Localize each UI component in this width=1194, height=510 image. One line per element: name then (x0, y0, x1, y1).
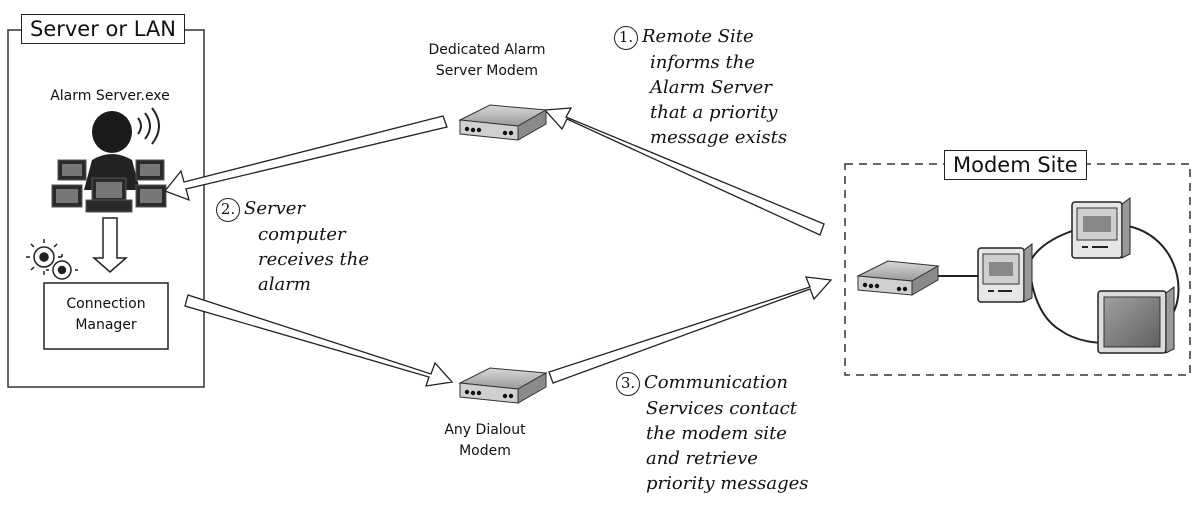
dedicated-modem-icon (458, 104, 548, 141)
step-3-line: the modem site (646, 423, 787, 444)
step-1-line: message exists (650, 127, 788, 148)
step-3-line: 3.Communication (616, 370, 809, 396)
site-modem-icon (856, 260, 940, 296)
connection-manager-line2: Manager (75, 317, 137, 333)
connection-manager-line1: Connection (66, 296, 146, 312)
server-to-manager-arrow (92, 217, 128, 273)
step-2-line: computer (258, 224, 346, 245)
step-1-line: informs the (650, 52, 755, 73)
site-meter-icon (977, 243, 1033, 303)
arrow-dialout-to-site (548, 276, 833, 384)
step-3-text: 3.Communication Services contact the mod… (616, 370, 809, 496)
step-2-text: 2.Server computer receives the alarm (216, 196, 369, 297)
site-meter-top-icon (1071, 197, 1131, 259)
step-1-number: 1. (614, 26, 638, 50)
step-3-line: priority messages (646, 473, 809, 494)
arrow-manager-to-dialout (184, 294, 454, 387)
step-2-line: receives the (258, 249, 370, 270)
step-2-line: 2.Server (216, 196, 369, 222)
arrow-site-to-modem (543, 107, 825, 236)
step-3-line: and retrieve (646, 448, 758, 469)
arrow-modem-to-server (163, 115, 448, 202)
dedicated-modem-line1: Dedicated Alarm (428, 42, 546, 58)
step-3-number: 3. (616, 372, 640, 396)
dialout-modem-line1: Any Dialout (444, 422, 526, 438)
step-1-line: Alarm Server (650, 77, 772, 98)
server-lan-title: Server or LAN (21, 14, 185, 44)
step-2-line: alarm (258, 274, 311, 295)
gears-icon (26, 239, 78, 286)
step-1-line: 1.Remote Site (614, 24, 787, 50)
dedicated-modem-line2: Server Modem (435, 63, 539, 79)
dialout-modem-icon (458, 367, 548, 404)
site-display-icon (1097, 286, 1175, 354)
connection-manager-box (43, 282, 169, 350)
dedicated-modem-label: Dedicated Alarm Server Modem (412, 40, 562, 82)
dialout-modem-line2: Modem (459, 443, 511, 459)
modem-site-title: Modem Site (944, 150, 1087, 180)
step-1-text: 1.Remote Site informs the Alarm Server t… (614, 24, 787, 150)
step-2-number: 2. (216, 198, 240, 222)
dialout-modem-label: Any Dialout Modem (425, 420, 545, 462)
step-1-line: that a priority (650, 102, 778, 123)
alarm-server-icon (51, 107, 167, 213)
alarm-server-label: Alarm Server.exe (50, 88, 170, 104)
step-3-line: Services contact (646, 398, 797, 419)
connection-manager-label: Connection Manager (44, 294, 168, 336)
